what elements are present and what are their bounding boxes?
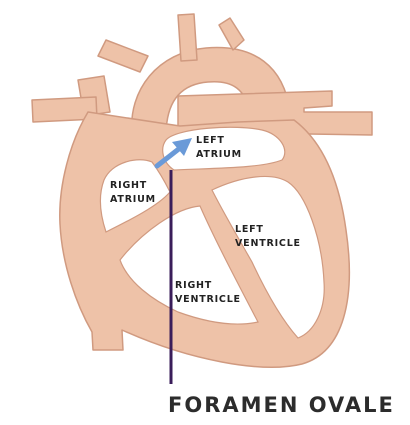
label-right-atrium-line1: RIGHT: [110, 180, 147, 191]
label-right-ventricle-line1: RIGHT: [175, 280, 212, 291]
foramen-ovale-caption: FORAMEN OVALE: [168, 393, 395, 417]
label-left-atrium-line2: ATRIUM: [196, 149, 242, 160]
aortic-branch-top: [178, 14, 197, 61]
label-right-atrium-line2: ATRIUM: [110, 194, 156, 205]
label-left-ventricle-line2: VENTRICLE: [235, 238, 301, 249]
label-left-ventricle-line1: LEFT: [235, 224, 264, 235]
label-right-ventricle-line2: VENTRICLE: [175, 294, 241, 305]
aortic-branch-right: [219, 18, 244, 50]
label-left-atrium-line1: LEFT: [196, 135, 225, 146]
aortic-branch-left: [98, 40, 148, 72]
